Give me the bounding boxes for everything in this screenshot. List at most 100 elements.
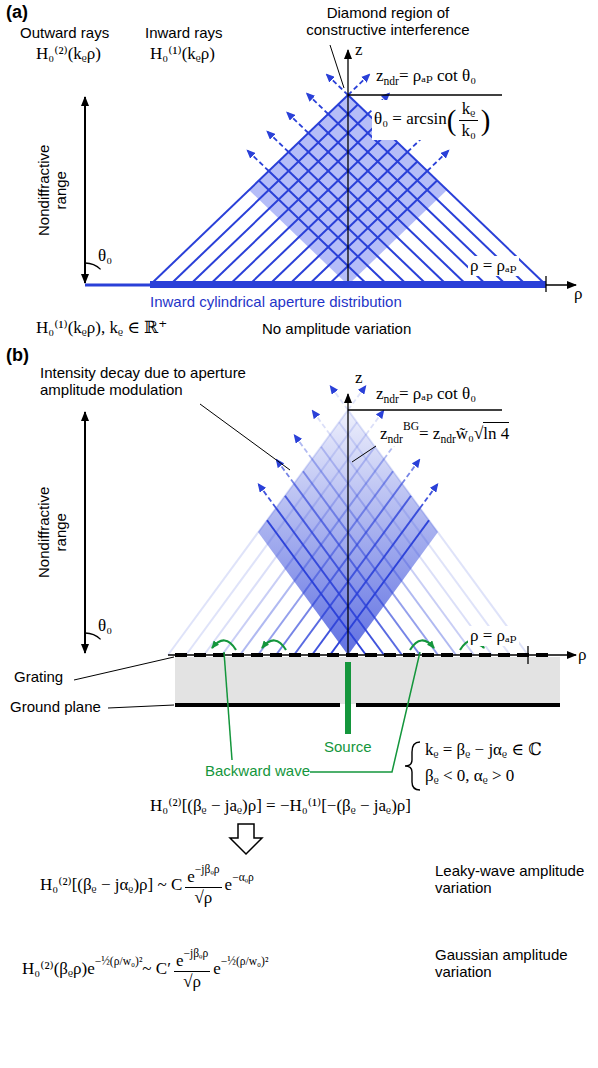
ray-extension xyxy=(330,386,348,410)
text-run: H₀⁽²⁾[(βᵨ − jaᵨ)ρ] = −H₀⁽¹⁾[−(βᵨ − jaᵨ)ρ… xyxy=(150,796,411,815)
text-run: ρ = ρₐₚ xyxy=(470,256,517,275)
part-label: Grating xyxy=(14,668,63,685)
brace xyxy=(405,742,420,790)
text-run: Source xyxy=(324,738,372,755)
text-run: H₀⁽²⁾(βᵨρ)e xyxy=(22,959,95,978)
ray-line xyxy=(240,459,384,655)
math-label: H₀⁽¹⁾(kᵨρ) xyxy=(150,44,215,64)
text-run: = z xyxy=(419,424,440,443)
leader-line xyxy=(74,657,174,680)
ground-plane xyxy=(175,703,340,707)
angle-label: θ₀ xyxy=(98,616,112,636)
ray-line xyxy=(269,152,408,285)
numerator: e−jβᵨρ xyxy=(174,948,210,972)
text-run: Outward rays xyxy=(20,24,109,41)
ray-line xyxy=(276,508,384,655)
ray-line xyxy=(328,181,437,286)
text-run: e xyxy=(225,875,233,894)
axis-label: z xyxy=(355,368,363,388)
text-run: (a) xyxy=(6,2,28,22)
text-run: Inward rays xyxy=(145,24,223,41)
text-run: Nondiffractive range xyxy=(35,144,69,235)
text-run: z xyxy=(376,66,384,85)
ray-line xyxy=(267,520,366,655)
text-run: kᵨ xyxy=(462,99,476,118)
note-label: Leaky-wave amplitude variation xyxy=(435,862,585,897)
ray-line xyxy=(308,133,466,285)
ray-line xyxy=(289,162,418,286)
range-label: Nondiffractive range xyxy=(35,135,70,245)
ray-line xyxy=(330,435,492,656)
ray-label: Outward rays xyxy=(20,24,109,41)
text-run: ρ = ρₐₚ xyxy=(470,626,517,645)
ray-line xyxy=(186,422,357,655)
text-run: kᵨ = βᵨ − jαᵨ ∈ ℂ xyxy=(425,740,542,759)
text-run: Ground plane xyxy=(10,698,101,715)
text-sup: −jβᵨρ xyxy=(195,863,220,876)
range-arrow xyxy=(84,97,86,283)
ray-line xyxy=(294,484,420,656)
text-sub: ndr xyxy=(440,433,455,446)
math-label: θ₀ = arcsin(kᵨk₀) xyxy=(372,100,492,140)
math-label: zndrBG= zndrw̃₀√ln 4 xyxy=(378,420,511,446)
leader-line xyxy=(310,652,420,772)
note-label: Intensity decay due to aperture amplitud… xyxy=(40,364,280,399)
ray-extension xyxy=(258,484,276,508)
range-arrow xyxy=(84,412,86,653)
part-label: Ground plane xyxy=(10,698,101,715)
ray-extension xyxy=(287,112,309,133)
text-run: w̃₀√ xyxy=(456,424,484,443)
math-label: H₀⁽²⁾(kᵨρ) xyxy=(36,44,101,64)
ray-line xyxy=(190,114,368,285)
text-run: Diamond region of constructive interfere… xyxy=(306,4,469,38)
ray-extension xyxy=(348,74,370,95)
ray-extension xyxy=(348,386,366,410)
text-run: z xyxy=(355,368,363,387)
text-run: e xyxy=(187,867,195,886)
ndr-level-line xyxy=(348,94,502,95)
text-run: H₀⁽²⁾[(βᵨ − jαᵨ)ρ] ~ C xyxy=(40,875,182,894)
aperture-label: Inward cylindrical aperture distribution xyxy=(150,293,402,310)
ray-extension xyxy=(307,93,329,114)
text-run: z xyxy=(355,40,363,59)
text-run: = ρₐₚ cot θ₀ xyxy=(399,66,476,85)
ground-plane xyxy=(356,703,560,707)
text-run: Backward wave xyxy=(205,762,310,779)
panel-label: (a) xyxy=(6,2,28,23)
axis-label: ρ xyxy=(574,284,582,304)
region-label: Diamond region of constructive interfere… xyxy=(288,4,488,39)
text-run: ρ xyxy=(578,645,586,664)
text-sup: −½(ρ/w₀)² xyxy=(221,955,269,968)
aperture-bar xyxy=(150,281,546,288)
denominator: k₀ xyxy=(459,121,477,141)
leader-line xyxy=(224,652,232,760)
part-label: Backward wave xyxy=(205,762,310,779)
ray-line xyxy=(289,152,428,285)
text-big: ( xyxy=(447,104,457,136)
angle-label: θ₀ xyxy=(98,246,112,266)
z-axis xyxy=(347,50,348,285)
leader-line xyxy=(352,446,376,462)
ray-extension xyxy=(294,435,312,459)
ray-line xyxy=(308,171,427,285)
grating xyxy=(175,653,548,657)
math-label: kᵨ = βᵨ − jαᵨ ∈ ℂ xyxy=(425,740,542,760)
text-run: H₀⁽¹⁾(kᵨρ) xyxy=(150,44,215,63)
math-label: H₀⁽¹⁾(kᵨρ), kᵨ ∈ ℝ⁺ xyxy=(36,318,167,338)
ray-extension xyxy=(427,150,449,171)
note-label: Gaussian amplitude variation xyxy=(435,946,585,981)
ray-line xyxy=(269,171,388,285)
denominator: √ρ xyxy=(185,888,221,908)
math-label: zndr= ρₐₚ cot θ₀ xyxy=(374,384,478,406)
text-run: θ₀ xyxy=(98,246,112,265)
text-run: Leaky-wave amplitude variation xyxy=(435,862,584,896)
aperture-tick xyxy=(545,276,546,292)
text-big: ) xyxy=(481,104,491,136)
ray-extension xyxy=(402,459,420,483)
hollow-arrow xyxy=(230,824,262,854)
math-label: βᵨ < 0, αᵨ > 0 xyxy=(425,766,514,786)
equation: H₀⁽²⁾[(βᵨ − jaᵨ)ρ] = −H₀⁽¹⁾[−(βᵨ − jaᵨ)ρ… xyxy=(150,796,411,816)
text-run: e xyxy=(176,951,184,970)
text-run: Inward cylindrical aperture distribution xyxy=(150,293,402,310)
